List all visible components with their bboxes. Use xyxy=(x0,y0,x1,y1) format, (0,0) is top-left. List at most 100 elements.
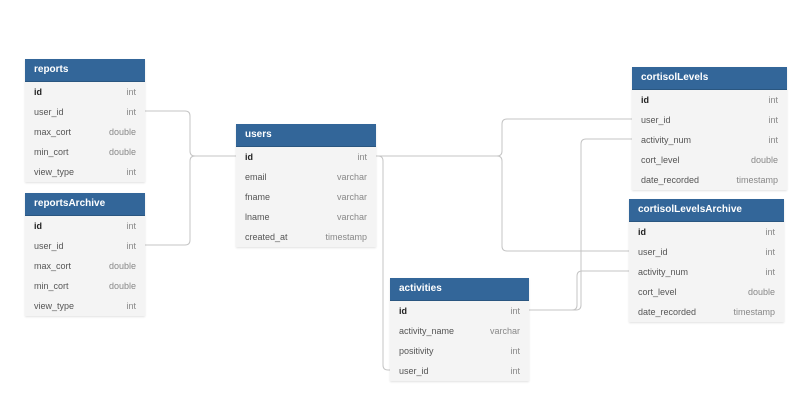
field-type: int xyxy=(126,167,136,177)
field-type: int xyxy=(126,241,136,251)
field-type: double xyxy=(108,261,136,271)
field-type: timestamp xyxy=(733,307,775,317)
field-type: varchar xyxy=(336,212,367,222)
field-type: int xyxy=(510,346,520,356)
field-row-cortisolLevels-date_recorded[interactable]: date_recorded timestamp xyxy=(632,170,787,190)
field-name: activity_num xyxy=(638,267,689,277)
field-name: activity_name xyxy=(399,326,455,336)
field-row-reports-user_id[interactable]: user_id int xyxy=(25,102,145,122)
field-type: varchar xyxy=(489,326,520,336)
relation-line-cortisolLevels-activity_num-to-activities-id xyxy=(529,138,632,311)
field-name: view_type xyxy=(34,301,75,311)
field-row-cortisolLevelsArchive-activity_num[interactable]: activity_num int xyxy=(629,262,784,282)
field-type: timestamp xyxy=(325,232,367,242)
table-header-reports[interactable]: reports xyxy=(25,59,145,82)
field-name: user_id xyxy=(638,247,668,257)
field-row-users-email[interactable]: email varchar xyxy=(236,167,376,187)
field-name: email xyxy=(245,172,267,182)
relation-line-reports-user_id-to-users-id xyxy=(145,110,236,157)
field-type: int xyxy=(126,221,136,231)
field-type: timestamp xyxy=(736,175,778,185)
field-type: int xyxy=(126,301,136,311)
field-name: date_recorded xyxy=(641,175,700,185)
field-type: int xyxy=(126,87,136,97)
field-row-users-created_at[interactable]: created_at timestamp xyxy=(236,227,376,247)
field-type: int xyxy=(765,247,775,257)
field-type: int xyxy=(765,267,775,277)
relation-line-cortisolLevels-user_id-to-users-id xyxy=(376,118,632,157)
field-type: varchar xyxy=(336,192,367,202)
field-type: double xyxy=(108,281,136,291)
field-row-reportsArchive-min_cort[interactable]: min_cort double xyxy=(25,276,145,296)
field-type: int xyxy=(768,95,778,105)
field-row-cortisolLevels-cort_level[interactable]: cort_level double xyxy=(632,150,787,170)
field-name: activity_num xyxy=(641,135,692,145)
field-name: view_type xyxy=(34,167,75,177)
table-header-activities[interactable]: activities xyxy=(390,278,529,301)
table-header-cortisolLevelsArchive[interactable]: cortisolLevelsArchive xyxy=(629,199,784,222)
field-row-cortisolLevelsArchive-user_id[interactable]: user_id int xyxy=(629,242,784,262)
field-row-activities-user_id[interactable]: user_id int xyxy=(390,361,529,381)
relation-line-cortisolLevelsArchive-activity_num-to-activities-id xyxy=(529,270,629,311)
relation-line-reportsArchive-user_id-to-users-id xyxy=(145,155,236,246)
field-row-reports-view_type[interactable]: view_type int xyxy=(25,162,145,182)
field-type: varchar xyxy=(336,172,367,182)
relation-line-cortisolLevelsArchive-user_id-to-users-id xyxy=(376,155,629,252)
field-name: min_cort xyxy=(34,281,69,291)
field-row-reportsArchive-user_id[interactable]: user_id int xyxy=(25,236,145,256)
field-name: fname xyxy=(245,192,271,202)
field-name: cort_level xyxy=(641,155,680,165)
field-row-cortisolLevels-activity_num[interactable]: activity_num int xyxy=(632,130,787,150)
field-row-users-fname[interactable]: fname varchar xyxy=(236,187,376,207)
field-type: double xyxy=(747,287,775,297)
field-row-cortisolLevelsArchive-date_recorded[interactable]: date_recorded timestamp xyxy=(629,302,784,322)
field-name: id xyxy=(34,87,42,97)
field-row-reportsArchive-max_cort[interactable]: max_cort double xyxy=(25,256,145,276)
field-type: int xyxy=(765,227,775,237)
field-type: int xyxy=(768,135,778,145)
field-name: user_id xyxy=(399,366,429,376)
field-row-cortisolLevels-id[interactable]: id int xyxy=(632,90,787,110)
field-name: created_at xyxy=(245,232,288,242)
field-row-users-lname[interactable]: lname varchar xyxy=(236,207,376,227)
field-row-activities-activity_name[interactable]: activity_name varchar xyxy=(390,321,529,341)
field-type: int xyxy=(126,107,136,117)
field-row-reports-min_cort[interactable]: min_cort double xyxy=(25,142,145,162)
field-name: id xyxy=(399,306,407,316)
table-header-reportsArchive[interactable]: reportsArchive xyxy=(25,193,145,216)
field-row-reportsArchive-view_type[interactable]: view_type int xyxy=(25,296,145,316)
field-name: max_cort xyxy=(34,261,72,271)
field-type: int xyxy=(768,115,778,125)
table-header-cortisolLevels[interactable]: cortisolLevels xyxy=(632,67,787,90)
field-type: double xyxy=(108,127,136,137)
field-name: lname xyxy=(245,212,270,222)
field-type: double xyxy=(750,155,778,165)
field-type: double xyxy=(108,147,136,157)
field-name: id xyxy=(245,152,253,162)
field-name: min_cort xyxy=(34,147,69,157)
field-name: id xyxy=(641,95,649,105)
field-name: max_cort xyxy=(34,127,72,137)
field-row-reports-id[interactable]: id int xyxy=(25,82,145,102)
field-name: user_id xyxy=(34,241,64,251)
field-name: id xyxy=(638,227,646,237)
table-header-users[interactable]: users xyxy=(236,124,376,147)
field-name: user_id xyxy=(34,107,64,117)
field-row-reportsArchive-id[interactable]: id int xyxy=(25,216,145,236)
field-row-cortisolLevelsArchive-id[interactable]: id int xyxy=(629,222,784,242)
field-name: date_recorded xyxy=(638,307,697,317)
field-name: id xyxy=(34,221,42,231)
field-row-reports-max_cort[interactable]: max_cort double xyxy=(25,122,145,142)
field-type: int xyxy=(510,366,520,376)
